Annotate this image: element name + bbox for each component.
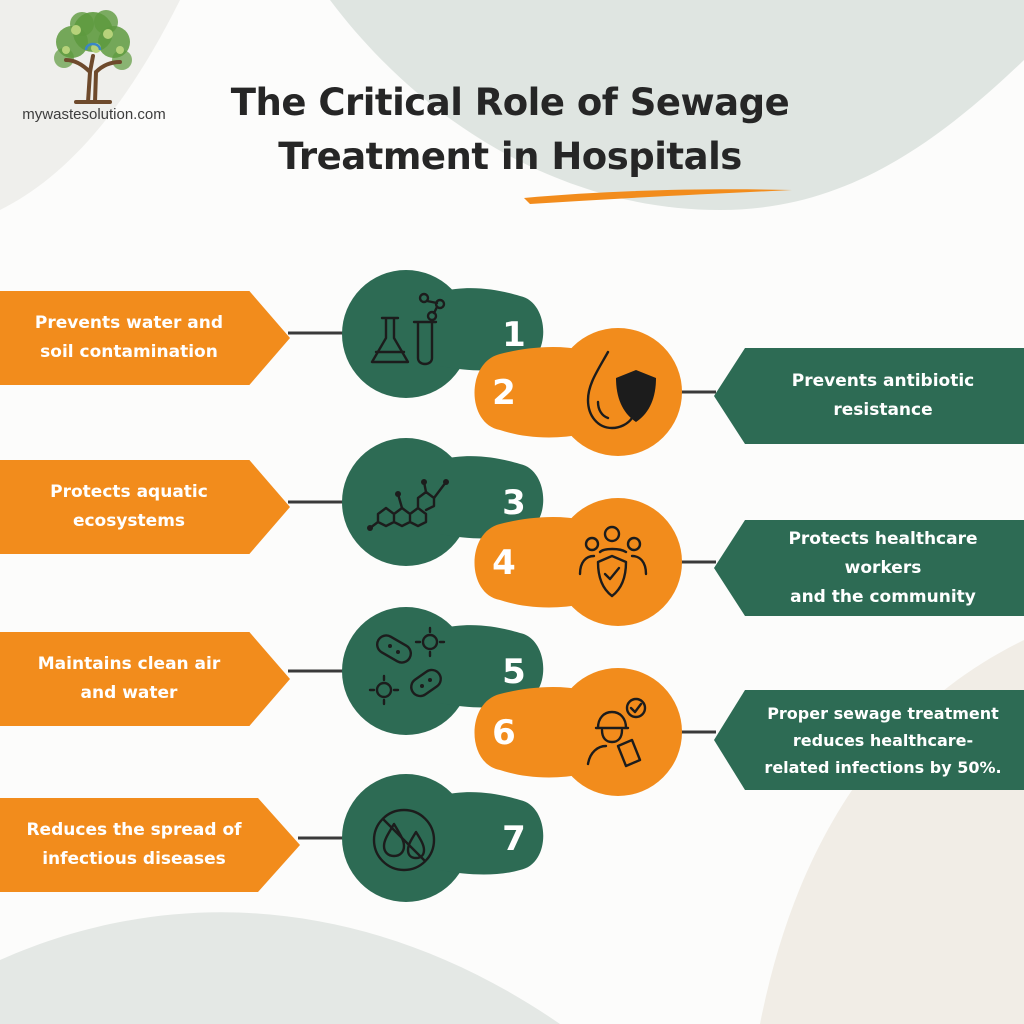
- step-2-banner: Prevents antibiotic resistance: [714, 348, 1024, 444]
- step-4-text-line-2: and the community: [790, 586, 976, 607]
- step-7-text-line-1: Reduces the spread of: [26, 820, 242, 840]
- title-underline: [524, 189, 792, 204]
- brand-website: mywastesolution.com: [22, 106, 166, 123]
- step-4-text-line-1: Protects healthcare workers: [788, 528, 978, 578]
- molecule-icon: [367, 479, 449, 531]
- step-3-number: 3: [502, 483, 526, 523]
- inspector-icon: [586, 697, 647, 768]
- step-2-bubble: 2: [474, 328, 682, 456]
- step-3-banner: Protects aquatic ecosystems: [0, 460, 290, 554]
- step-2-text-line-1: Prevents antibiotic: [791, 371, 975, 391]
- step-1-banner: Prevents water and soil contamination: [0, 291, 290, 385]
- step-2-text-line-2: resistance: [833, 400, 933, 420]
- step-6-text-line-1: Proper sewage treatment: [767, 703, 999, 723]
- step-1-number: 1: [502, 315, 526, 355]
- step-6-text-line-3: related infections by 50%.: [764, 757, 1002, 777]
- step-2-number: 2: [492, 373, 516, 413]
- step-4-bubble: 4: [474, 498, 682, 626]
- step-7-number: 7: [502, 819, 526, 859]
- step-3-text-line-1: Protects aquatic: [50, 482, 208, 502]
- title-line-2: Treatment in Hospitals: [278, 135, 742, 178]
- step-6-text-line-2: reduces healthcare-: [792, 730, 974, 750]
- step-4-banner: Protects healthcare workers and the commu…: [714, 520, 1024, 616]
- step-7-bubble: 7: [342, 774, 544, 902]
- step-5-text-line-2: and water: [80, 683, 178, 703]
- drop-shield-icon: [586, 350, 656, 430]
- step-5-number: 5: [502, 652, 526, 692]
- title-line-1: The Critical Role of Sewage: [230, 81, 790, 124]
- step-1-text-line-1: Prevents water and: [34, 313, 224, 333]
- tree-logo-icon: [54, 10, 132, 104]
- step-7-banner: Reduces the spread of infectious diseases: [0, 798, 300, 892]
- step-1-bubble: 1: [342, 270, 544, 398]
- bg-swoosh-topleft: [0, 0, 180, 210]
- step-7-text-line-2: infectious diseases: [42, 849, 226, 869]
- step-4-number: 4: [492, 543, 516, 583]
- lab-flask-icon: [370, 292, 446, 366]
- bacteria-icon: [368, 626, 446, 706]
- page-title: The Critical Role of Sewage Treatment in…: [150, 76, 870, 184]
- step-6-bubble: 6: [474, 668, 682, 796]
- step-6-banner: Proper sewage treatment reduces healthcar…: [714, 690, 1024, 790]
- step-5-text-line-1: Maintains clean air: [37, 654, 221, 674]
- step-3-text-line-2: ecosystems: [72, 511, 186, 531]
- step-1-text-line-2: soil contamination: [40, 342, 218, 362]
- step-5-banner: Maintains clean air and water: [0, 632, 290, 726]
- bg-swoosh-top: [330, 0, 1024, 210]
- step-3-bubble: 3: [342, 438, 544, 566]
- bg-swoosh-bottom: [0, 912, 560, 1024]
- step-5-bubble: 5: [342, 607, 544, 735]
- people-shield-icon: [578, 525, 648, 598]
- step-6-number: 6: [492, 713, 516, 753]
- no-drops-icon: [372, 808, 436, 872]
